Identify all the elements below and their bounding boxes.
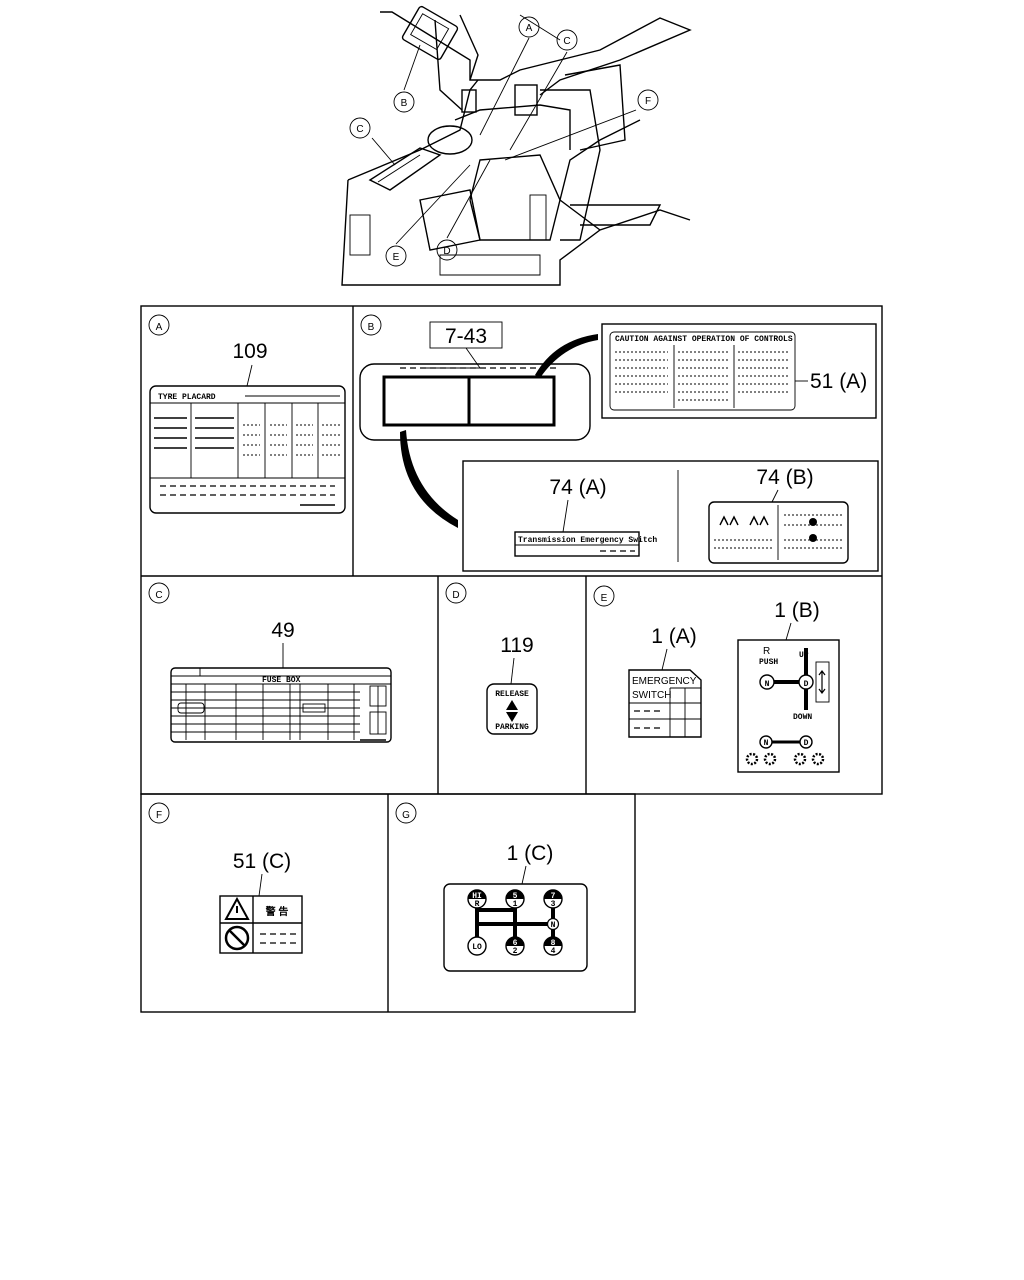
svg-text:TYRE PLACARD: TYRE PLACARD <box>158 393 216 402</box>
svg-text:F: F <box>645 96 651 107</box>
svg-text:E: E <box>393 252 400 263</box>
svg-text:B: B <box>401 98 408 109</box>
svg-text:C: C <box>356 124 363 135</box>
svg-text:4: 4 <box>551 947 556 956</box>
gear-shift-pattern-label: HI R 5 1 7 3 N LO 6 2 8 4 <box>443 883 588 972</box>
svg-text:D: D <box>804 680 809 689</box>
svg-text:N: N <box>551 921 556 930</box>
transmission-emergency-switch-label: Transmission Emergency Switch <box>514 531 657 557</box>
panel-F: F 51 (C) 警 告 <box>148 802 303 954</box>
callout-E: E <box>385 245 407 267</box>
ref-7-43: 7-43 <box>445 325 487 348</box>
svg-text:2: 2 <box>513 947 518 956</box>
svg-text:Transmission Emergency Switch: Transmission Emergency Switch <box>518 536 657 545</box>
ref-1b: 1 (B) <box>774 599 820 622</box>
label-74b <box>708 501 849 564</box>
ref-119: 119 <box>500 634 533 657</box>
shift-mode-label: R PUSH UP DOWN N D N D <box>737 639 840 773</box>
panel-D: D 119 RELEASE PARKING <box>445 582 538 735</box>
svg-text:FUSE BOX: FUSE BOX <box>262 676 301 685</box>
svg-text:N: N <box>764 739 769 748</box>
cab-interior-illustration: A B C C D E F <box>341 5 692 286</box>
warning-label-51c: 警 告 <box>219 895 303 954</box>
ref-74b: 74 (B) <box>756 466 813 489</box>
svg-text:3: 3 <box>551 900 556 909</box>
svg-text:EMERGENCY: EMERGENCY <box>632 676 697 687</box>
svg-text:PUSH: PUSH <box>759 658 778 667</box>
svg-text:RELEASE: RELEASE <box>495 690 529 699</box>
svg-text:E: E <box>601 593 608 604</box>
callout-F: F <box>637 89 659 111</box>
ref-109: 109 <box>232 340 267 363</box>
svg-text:8: 8 <box>551 939 556 948</box>
ref-1a: 1 (A) <box>651 625 697 648</box>
fuse-box-label: FUSE BOX <box>170 667 392 743</box>
svg-text:R: R <box>475 900 480 909</box>
callout-A: A <box>518 16 540 38</box>
svg-text:G: G <box>402 810 410 821</box>
label-group-74: 74 (A) Transmission Emergency Switch 74 … <box>462 460 879 572</box>
svg-text:D: D <box>452 590 459 601</box>
panel-A: A 109 TYRE PLACARD <box>148 314 346 514</box>
tyre-placard-label: TYRE PLACARD <box>149 385 346 514</box>
svg-text:6: 6 <box>513 939 518 948</box>
svg-text:5: 5 <box>513 892 518 901</box>
ref-1c: 1 (C) <box>507 842 554 865</box>
svg-text:D: D <box>804 739 809 748</box>
panel-C: C 49 FUSE BOX <box>148 582 392 743</box>
svg-text:HI: HI <box>472 892 482 901</box>
panel-G: G 1 (C) HI R 5 1 7 3 N LO <box>395 802 588 972</box>
svg-text:C: C <box>563 36 570 47</box>
ref-51a: 51 (A) <box>810 370 867 393</box>
svg-text:PARKING: PARKING <box>495 723 529 732</box>
svg-text:7: 7 <box>551 892 556 901</box>
emergency-switch-label: EMERGENCY SWITCH <box>628 669 702 738</box>
svg-text:LO: LO <box>472 943 482 952</box>
ref-49: 49 <box>271 619 294 642</box>
svg-text:A: A <box>526 23 533 34</box>
svg-text:1: 1 <box>513 900 518 909</box>
svg-text:SWITCH: SWITCH <box>632 690 671 701</box>
callout-C-top: C <box>556 29 578 51</box>
callout-C-door: C <box>349 117 371 139</box>
svg-text:警 告: 警 告 <box>265 905 289 918</box>
svg-text:B: B <box>368 322 375 333</box>
caution-label-51a: CAUTION AGAINST OPERATION OF CONTROLS 51 <box>601 323 877 419</box>
svg-text:DOWN: DOWN <box>793 713 812 722</box>
svg-text:UP: UP <box>799 651 809 660</box>
switch-panel <box>359 363 591 441</box>
panel-grid <box>140 305 883 1013</box>
svg-text:C: C <box>155 590 162 601</box>
panel-B: B 7-43 CAUTION AGAINST OPERATION OF CONT… <box>359 314 879 572</box>
svg-text:A: A <box>156 322 163 333</box>
ref-51c: 51 (C) <box>233 850 291 873</box>
ref-74a: 74 (A) <box>549 476 606 499</box>
callout-D: D <box>436 239 458 261</box>
svg-text:R: R <box>763 646 770 657</box>
callout-B: B <box>393 91 415 113</box>
panel-E: E 1 (A) EMERGENCY SWITCH 1 (B) R PUSH UP… <box>593 585 840 773</box>
svg-text:D: D <box>443 246 450 257</box>
parking-brake-label: RELEASE PARKING <box>486 683 538 735</box>
svg-text:CAUTION AGAINST OPERATION OF C: CAUTION AGAINST OPERATION OF CONTROLS <box>615 335 793 344</box>
svg-text:F: F <box>156 810 162 821</box>
svg-text:N: N <box>765 680 770 689</box>
